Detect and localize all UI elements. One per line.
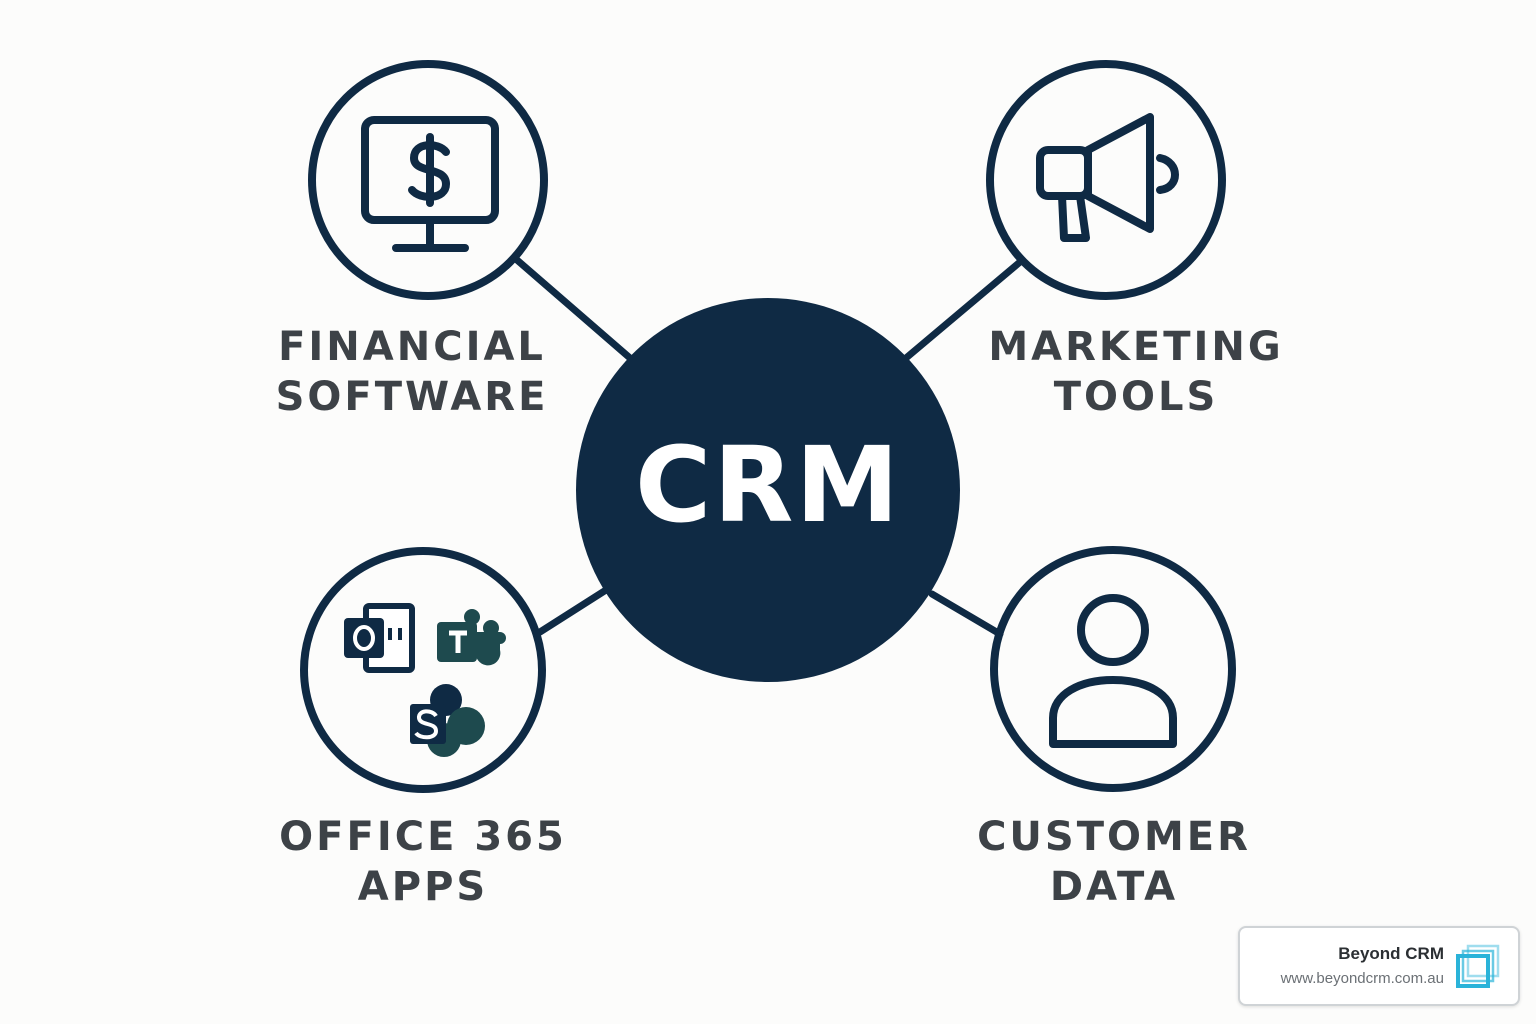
connector-financial	[513, 256, 634, 362]
dollar-monitor-icon	[361, 116, 499, 252]
crm-hub-circle	[576, 298, 960, 682]
brand-name: Beyond CRM	[1338, 944, 1444, 963]
brand-badge[interactable]: Beyond CRM www.beyondcrm.com.au	[1238, 926, 1520, 1006]
marketing-node-circle	[986, 60, 1226, 300]
office-label-line2: APPS	[357, 864, 489, 910]
financial-label-line2: SOFTWARE	[275, 374, 549, 420]
financial-node-circle	[308, 60, 548, 300]
megaphone-icon	[1036, 113, 1179, 242]
office-node-circle	[300, 547, 546, 793]
office-365-apps-label: OFFICE 365 APPS	[273, 812, 573, 912]
connector-marketing	[902, 258, 1024, 362]
customer-node-circle	[990, 546, 1236, 792]
connector-office	[536, 586, 610, 636]
financial-software-label: FINANCIAL SOFTWARE	[262, 322, 562, 422]
customer-data-label: CUSTOMER DATA	[964, 812, 1264, 912]
customer-label-line2: DATA	[1049, 864, 1179, 910]
marketing-label-line2: TOOLS	[1053, 374, 1219, 420]
financial-label-line1: FINANCIAL	[278, 324, 546, 370]
stacked-squares-logo-icon	[1456, 944, 1500, 988]
crm-hub-label: CRM	[635, 424, 901, 546]
marketing-label-line1: MARKETING	[988, 324, 1284, 370]
user-icon	[1049, 594, 1177, 748]
brand-url-link[interactable]: www.beyondcrm.com.au	[1280, 970, 1444, 987]
office-apps-icon	[344, 603, 506, 757]
connector-customer	[928, 590, 1004, 638]
office-label-line1: OFFICE 365	[279, 814, 567, 860]
marketing-tools-label: MARKETING TOOLS	[978, 322, 1294, 422]
customer-label-line1: CUSTOMER	[977, 814, 1251, 860]
